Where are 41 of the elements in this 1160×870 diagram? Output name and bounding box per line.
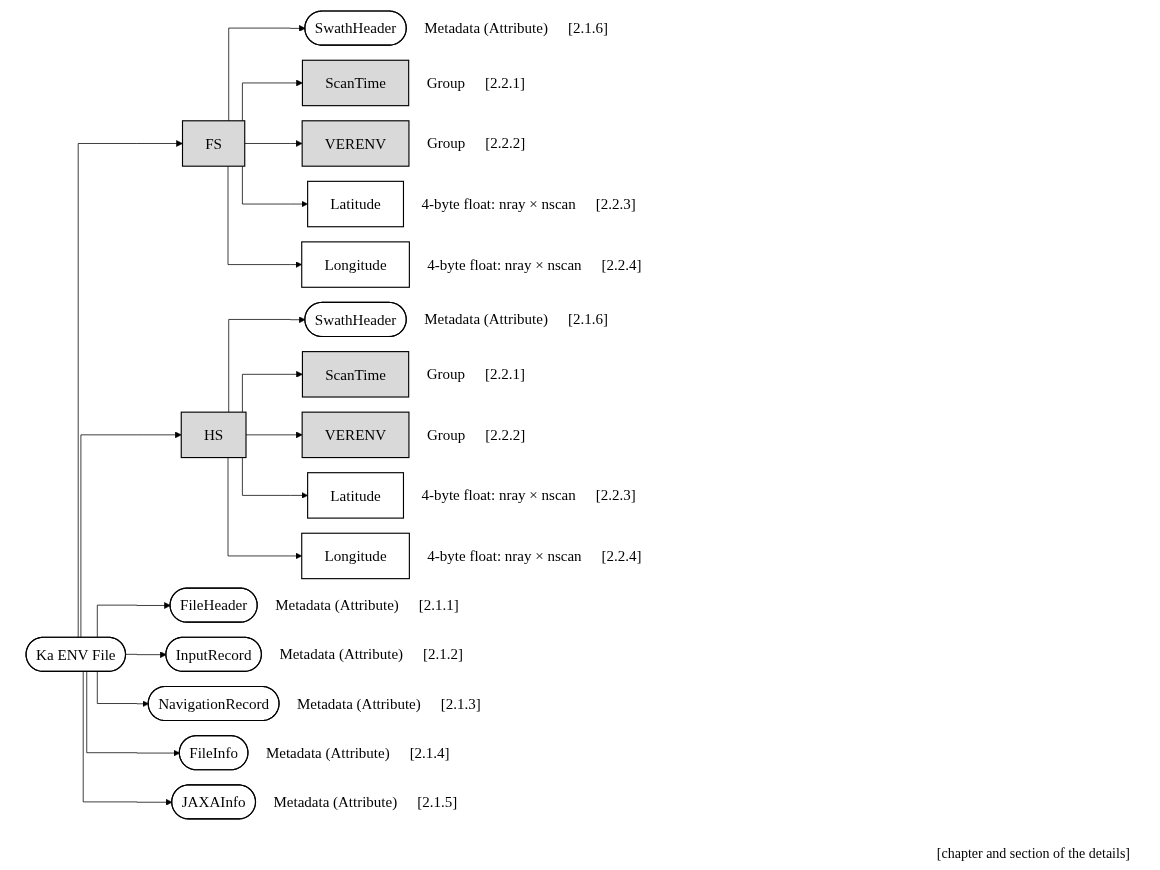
section-reference: [2.1.2]: [423, 645, 464, 664]
node-box: Longitude: [301, 241, 410, 288]
node-box: ScanTime: [301, 59, 410, 107]
node-box: HS: [180, 411, 247, 459]
description-text: Metadata (Attribute): [265, 743, 390, 762]
node-box: VERENV: [301, 411, 410, 459]
section-reference: [2.2.1]: [485, 73, 525, 92]
section-reference: [2.2.1]: [485, 365, 525, 384]
description-text: Group: [426, 365, 465, 384]
section-reference: [2.2.3]: [595, 486, 636, 505]
section-reference: [2.2.4]: [601, 255, 642, 274]
node-box: Latitude: [307, 472, 405, 519]
description-text: Metadata (Attribute): [273, 792, 398, 811]
description-text: Group: [426, 134, 466, 153]
node-box: VERENV: [301, 120, 410, 167]
node-box: Latitude: [307, 180, 405, 228]
description-text: Group: [426, 425, 466, 444]
section-reference: [2.1.6]: [567, 310, 608, 329]
description-text: Metadata (Attribute): [424, 310, 548, 329]
node-box: ScanTime: [301, 351, 410, 398]
description-text: Metadata (Attribute): [279, 645, 404, 664]
section-reference: [2.1.6]: [567, 19, 608, 38]
description-text: Metadata (Attribute): [424, 19, 548, 38]
description-text: 4-byte float: nray × nscan: [427, 255, 582, 274]
section-reference: [2.1.5]: [417, 792, 458, 811]
section-reference: [2.2.3]: [595, 195, 636, 214]
footnote: [chapter and section of the details]: [936, 846, 1130, 862]
section-reference: [2.2.2]: [485, 425, 526, 444]
node-box: FS: [181, 120, 246, 167]
section-reference: [2.2.2]: [485, 134, 526, 153]
description-text: 4-byte float: nray × nscan: [421, 486, 576, 505]
description-text: 4-byte float: nray × nscan: [427, 546, 582, 565]
node-box: Longitude: [301, 532, 410, 580]
section-reference: [2.1.3]: [440, 694, 481, 713]
section-reference: [2.1.1]: [418, 596, 459, 615]
section-reference: [2.2.4]: [601, 546, 642, 565]
description-text: Group: [426, 73, 465, 92]
section-reference: [2.1.4]: [409, 743, 450, 762]
description-text: Metadata (Attribute): [275, 596, 399, 615]
description-text: Metadata (Attribute): [297, 694, 421, 713]
description-text: 4-byte float: nray × nscan: [421, 195, 576, 214]
